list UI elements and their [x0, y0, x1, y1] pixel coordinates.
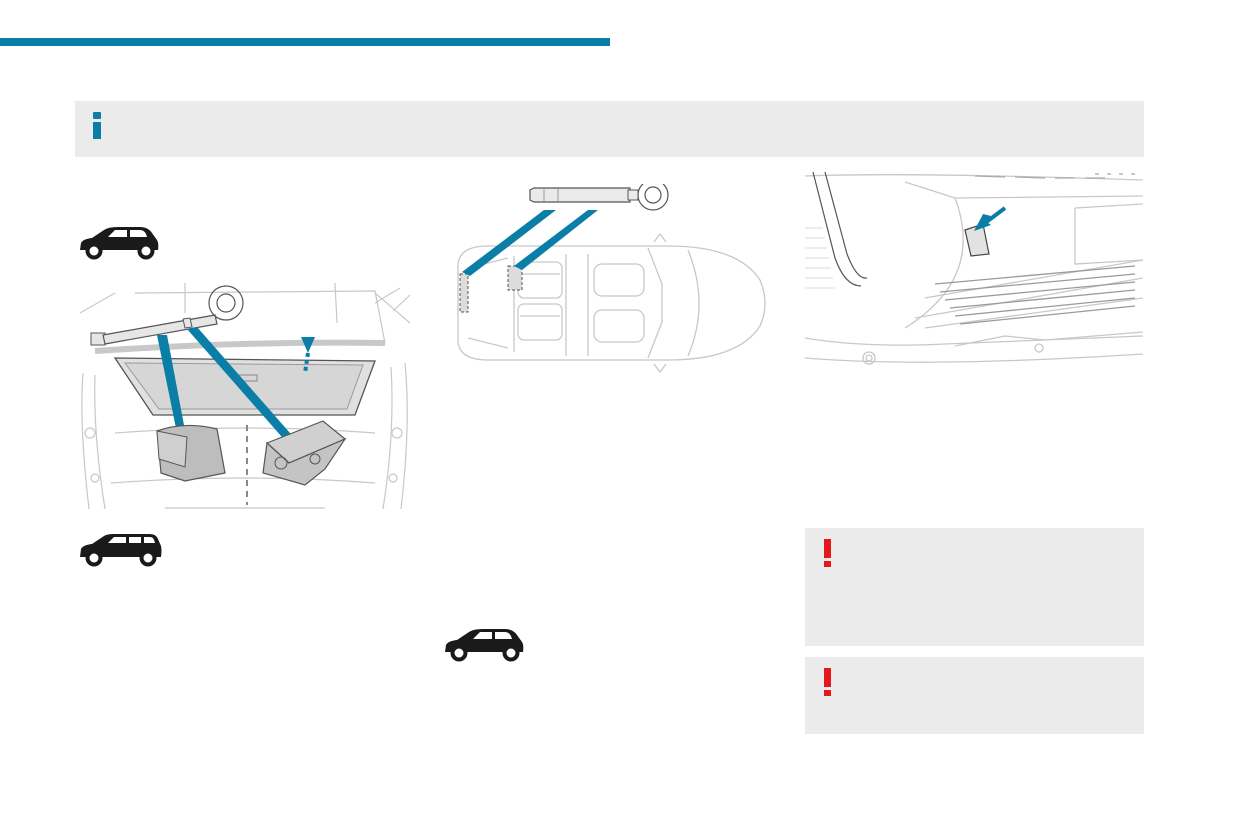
warning-panel	[805, 657, 1144, 734]
exclamation-icon	[823, 539, 833, 569]
towing-eye-boot-storage-figure	[79, 283, 411, 510]
car-top-view-figure	[457, 184, 766, 374]
exclamation-icon	[823, 668, 833, 698]
front-bumper-cover-figure	[805, 171, 1143, 365]
info-icon	[93, 112, 103, 140]
warning-panel	[805, 528, 1144, 646]
hatchback-car-icon	[80, 227, 159, 260]
suv-car-icon	[80, 534, 162, 567]
header-rule	[0, 38, 610, 46]
info-panel	[75, 101, 1144, 157]
hatchback-car-icon	[445, 629, 524, 662]
